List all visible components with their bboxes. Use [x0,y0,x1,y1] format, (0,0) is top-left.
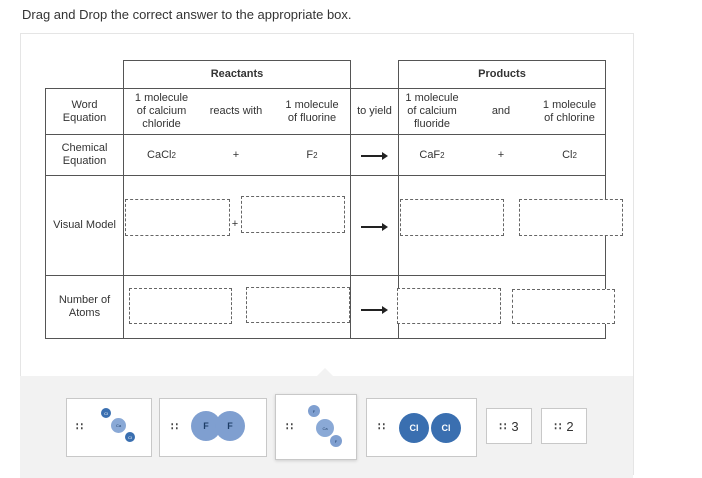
drop-atoms-reactant-1[interactable] [129,288,232,324]
instruction-text: Drag and Drop the correct answer to the … [22,7,352,22]
drag-handle-icon: ∷ [554,420,561,433]
tile-caf2-model[interactable]: ∷ F Ca F [275,394,357,460]
drag-handle-icon: ∷ [286,421,293,433]
tile-value: 3 [511,418,519,434]
drag-handle-icon: ∷ [171,421,178,433]
drop-visual-reactant-2[interactable] [241,196,345,233]
word-op-and: and [491,105,511,117]
word-op-reacts-with: reacts with [209,105,263,117]
chemical-plus-1: + [232,148,240,161]
yield-arrow-atoms [361,306,388,313]
chemical-plus-2: + [497,148,505,161]
drop-atoms-reactant-2[interactable] [246,287,350,323]
drag-handle-icon: ∷ [499,420,506,433]
tray-pointer [316,368,334,377]
tile-cl2-model[interactable]: ∷ Cl Cl [366,398,477,457]
drop-atoms-product-1[interactable] [397,288,501,324]
tile-cacl2-model[interactable]: ∷ Cl Ca Cl [66,398,152,457]
drop-visual-product-1[interactable] [400,199,504,236]
word-yield: to yield [357,105,392,117]
fluorine-atom: F [215,411,245,441]
tile-number-3[interactable]: ∷ 3 [486,408,532,444]
visual-model-label: Visual Model [53,219,116,231]
tile-value: 2 [566,418,574,434]
calcium-atom: Ca [316,419,334,437]
chlorine-atom: Cl [431,413,461,443]
drag-handle-icon: ∷ [378,421,385,433]
products-header: Products [478,68,526,80]
reactants-header: Reactants [210,68,264,80]
drop-visual-reactant-1[interactable] [125,199,230,236]
drag-handle-icon: ∷ [76,421,83,433]
visual-plus: + [231,217,239,230]
yield-arrow-visual [361,223,388,230]
tile-number-2[interactable]: ∷ 2 [541,408,587,444]
chlorine-atom: Cl [125,432,135,442]
drop-visual-product-2[interactable] [519,199,623,236]
chlorine-atom: Cl [101,408,111,418]
fluorine-atom: F [330,435,342,447]
tile-f2-model[interactable]: ∷ F F [159,398,267,457]
calcium-atom: Ca [111,418,126,433]
yield-arrow-chemical [361,152,388,159]
chlorine-atom: Cl [399,413,429,443]
fluorine-atom: F [308,405,320,417]
drop-atoms-product-2[interactable] [512,289,615,324]
